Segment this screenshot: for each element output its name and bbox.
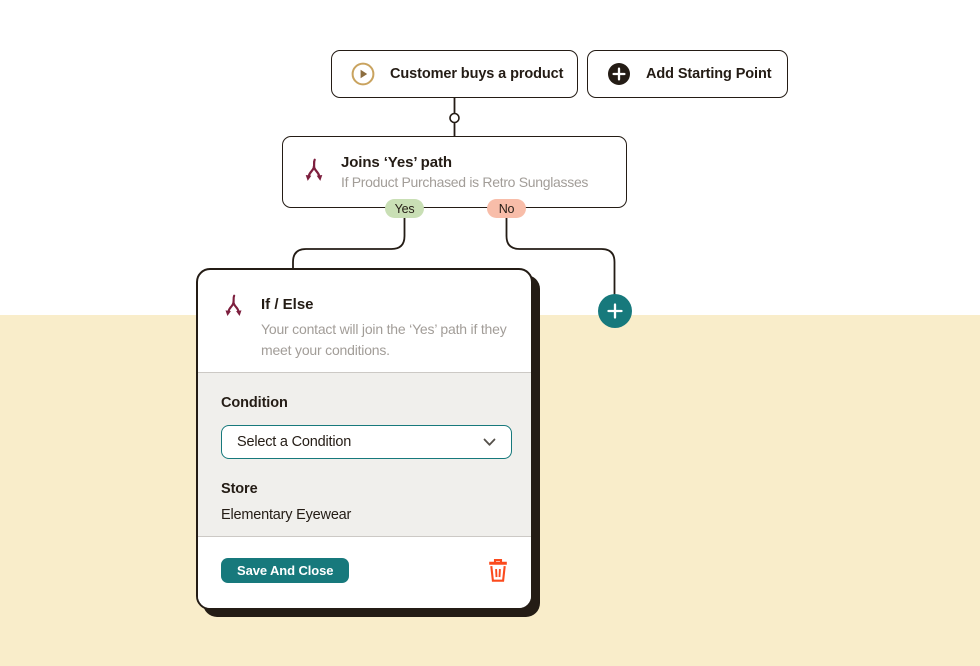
add-starting-point-label: Add Starting Point bbox=[646, 66, 772, 82]
condition-node-subtitle: If Product Purchased is Retro Sunglasses bbox=[341, 174, 589, 190]
condition-node-title: Joins ‘Yes’ path bbox=[341, 154, 452, 171]
chevron-down-icon bbox=[483, 438, 496, 447]
branch-split-icon bbox=[300, 156, 328, 188]
add-step-button[interactable] bbox=[598, 294, 632, 328]
store-field-label: Store bbox=[221, 481, 258, 497]
trigger-node[interactable]: Customer buys a product bbox=[331, 50, 578, 98]
plus-icon bbox=[607, 62, 631, 86]
condition-node[interactable]: Joins ‘Yes’ path If Product Purchased is… bbox=[282, 136, 627, 208]
trash-icon bbox=[486, 557, 510, 584]
trigger-node-label: Customer buys a product bbox=[390, 66, 564, 82]
no-branch-label: No bbox=[498, 201, 515, 216]
editor-card-body: Condition Select a Condition Store Eleme… bbox=[198, 372, 531, 537]
store-field-value: Elementary Eyewear bbox=[221, 507, 352, 523]
condition-select[interactable]: Select a Condition bbox=[221, 425, 512, 459]
condition-field-label: Condition bbox=[221, 395, 288, 411]
condition-select-value: Select a Condition bbox=[237, 434, 352, 450]
editor-card-title: If / Else bbox=[261, 296, 314, 313]
no-branch-pill: No bbox=[487, 199, 526, 218]
editor-card-header: If / Else Your contact will join the ‘Ye… bbox=[198, 270, 531, 372]
add-starting-point-button[interactable]: Add Starting Point bbox=[587, 50, 788, 98]
editor-card-footer: Save And Close bbox=[198, 537, 531, 608]
play-icon bbox=[351, 62, 375, 86]
plus-icon bbox=[607, 303, 623, 319]
editor-card-description: Your contact will join the ‘Yes’ path if… bbox=[261, 321, 507, 358]
yes-branch-label: Yes bbox=[394, 201, 415, 216]
delete-step-button[interactable] bbox=[486, 557, 510, 584]
branch-split-icon bbox=[220, 292, 247, 372]
if-else-editor-card: If / Else Your contact will join the ‘Ye… bbox=[196, 268, 533, 610]
save-and-close-button[interactable]: Save And Close bbox=[221, 558, 350, 583]
yes-branch-pill: Yes bbox=[385, 199, 424, 218]
